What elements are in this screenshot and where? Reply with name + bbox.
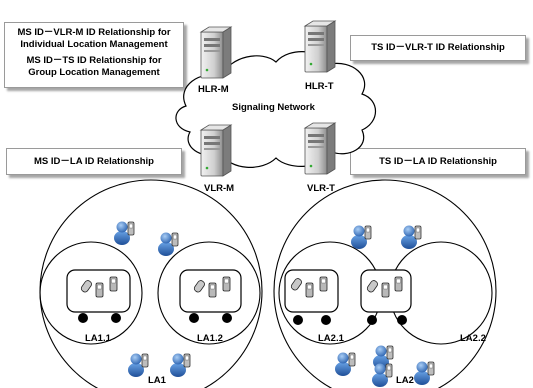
- ms-vlrm-relationship-box: MS ID－VLR-M ID Relationship for Individu…: [4, 22, 184, 88]
- vlr-t-label: VLR-T: [307, 183, 335, 194]
- vlr-m-server-icon: [200, 124, 232, 177]
- la1-1-area-circle: [39, 241, 143, 345]
- la1-label: LA1: [148, 375, 166, 386]
- signaling-network-label: Signaling Network: [232, 102, 315, 113]
- la2-2-label: LA2.2: [460, 333, 486, 344]
- la2-1-label: LA2.1: [318, 333, 344, 344]
- hlr-m-server-icon: [200, 26, 232, 79]
- ts-la-relationship-box: TS ID－LA ID Relationship: [350, 148, 526, 175]
- ms-vlrm-relationship-text: MS ID－VLR-M ID Relationship for Individu…: [17, 27, 171, 50]
- la2-label: LA2: [396, 375, 414, 386]
- hlr-t-label: HLR-T: [305, 81, 334, 92]
- hlr-m-label: HLR-M: [198, 84, 229, 95]
- vlr-m-label: VLR-M: [204, 183, 235, 194]
- la2-area-circle: [273, 179, 497, 388]
- ms-ts-relationship-text: MS ID－TS ID Relationship for Group Locat…: [26, 55, 162, 78]
- ts-vlrt-relationship-text: TS ID－VLR-T ID Relationship: [371, 42, 505, 53]
- la1-2-area-circle: [157, 241, 261, 345]
- vlr-t-server-icon: [304, 122, 336, 175]
- ms-la-relationship-text: MS ID－LA ID Relationship: [34, 156, 154, 167]
- ts-vlrt-relationship-box: TS ID－VLR-T ID Relationship: [350, 35, 526, 61]
- la1-1-label: LA1.1: [85, 333, 111, 344]
- hlr-t-server-icon: [304, 20, 336, 73]
- ts-nodes: [78, 313, 407, 325]
- ms-la-relationship-box: MS ID－LA ID Relationship: [6, 148, 182, 175]
- la1-2-label: LA1.2: [197, 333, 223, 344]
- ts-la-relationship-text: TS ID－LA ID Relationship: [379, 156, 497, 167]
